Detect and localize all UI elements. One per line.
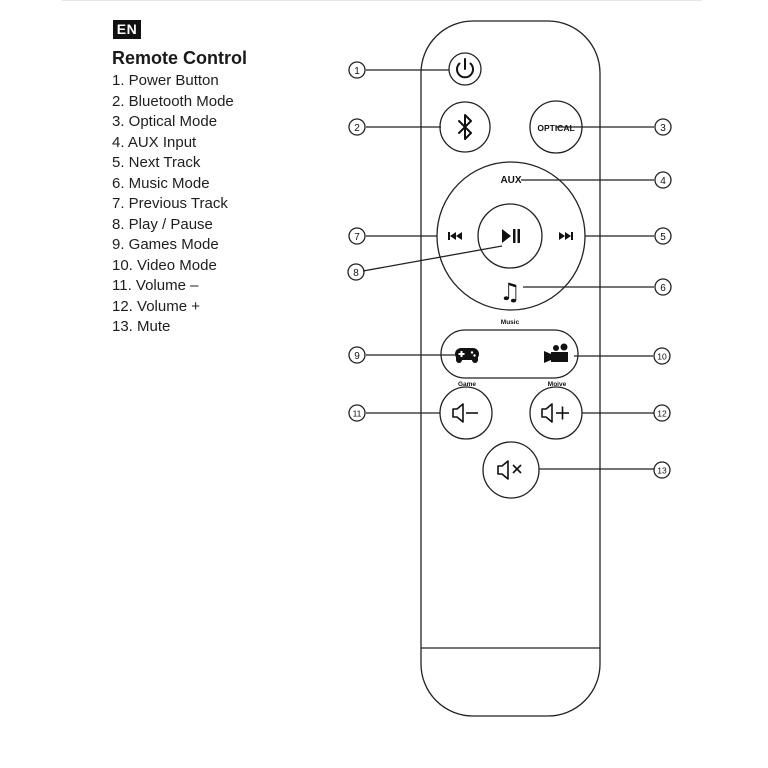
legend-item-next-track: 5. Next Track bbox=[112, 154, 201, 171]
power-button[interactable] bbox=[448, 52, 482, 86]
callout-2-circle bbox=[348, 118, 366, 136]
optical-button[interactable] bbox=[529, 100, 583, 154]
callout-8: 8 bbox=[353, 268, 359, 279]
legend-item-volume-down: 11. Volume – bbox=[112, 277, 199, 294]
callout-11-circle bbox=[348, 404, 366, 422]
callout-9: 9 bbox=[354, 351, 360, 362]
remote-body bbox=[420, 20, 601, 717]
callout-10: 10 bbox=[657, 352, 667, 362]
callout-1-circle bbox=[348, 61, 366, 79]
music-label: Music bbox=[501, 319, 520, 326]
legend-item-play-pause: 8. Play / Pause bbox=[112, 215, 213, 233]
legend-item-volume-up: 12. Volume + bbox=[112, 297, 200, 315]
previous-track-icon bbox=[448, 232, 462, 240]
callout-10-circle bbox=[653, 347, 671, 365]
optical-label: OPTICAL bbox=[537, 123, 574, 133]
next-track-icon bbox=[559, 232, 573, 240]
legend-item-music: 6. Music Mode bbox=[112, 174, 210, 192]
callout-5-circle bbox=[654, 227, 672, 245]
callout-4-circle bbox=[654, 171, 672, 189]
callout-3-circle bbox=[654, 118, 672, 136]
callout-11: 11 bbox=[353, 409, 362, 419]
callout-6-circle bbox=[654, 278, 672, 296]
legend-item-previous-track: 7. Previous Track bbox=[112, 195, 228, 212]
mode-pill[interactable] bbox=[440, 329, 579, 379]
volume-down-button[interactable] bbox=[439, 386, 493, 440]
callout-7: 7 bbox=[354, 232, 360, 243]
navigation-ring[interactable] bbox=[436, 161, 586, 311]
callout-7-circle bbox=[348, 227, 366, 245]
leader-line-8 bbox=[362, 245, 503, 272]
legend-item-power: 1. Power Button bbox=[112, 72, 219, 89]
callout-1: 1 bbox=[354, 66, 360, 77]
callout-13: 13 bbox=[657, 466, 667, 476]
callout-5: 5 bbox=[660, 232, 666, 243]
callout-4: 4 bbox=[660, 176, 666, 187]
callout-2: 2 bbox=[354, 123, 360, 134]
movie-label: Moive bbox=[548, 381, 567, 388]
callout-6: 6 bbox=[660, 283, 666, 294]
play-pause-button[interactable] bbox=[477, 203, 543, 269]
legend-item-video: 10. Video Mode bbox=[112, 256, 217, 274]
legend-item-games: 9. Games Mode bbox=[112, 236, 219, 253]
play-pause-icon bbox=[502, 229, 520, 243]
language-badge: EN bbox=[113, 20, 141, 39]
legend-item-bluetooth: 2. Bluetooth Mode bbox=[112, 92, 234, 110]
top-rule bbox=[62, 0, 702, 1]
music-note-icon: ♫ bbox=[499, 278, 521, 306]
mute-icon bbox=[497, 460, 522, 480]
volume-down-icon bbox=[452, 403, 478, 423]
svg-text:♫: ♫ bbox=[499, 278, 521, 306]
callout-13-circle bbox=[653, 461, 671, 479]
callout-12: 12 bbox=[657, 409, 667, 419]
game-label: Game bbox=[458, 381, 476, 388]
volume-up-icon bbox=[541, 403, 569, 423]
legend-item-aux: 4. AUX Input bbox=[112, 133, 197, 151]
volume-up-button[interactable] bbox=[529, 386, 583, 440]
bluetooth-button[interactable] bbox=[439, 101, 491, 153]
power-icon bbox=[456, 58, 474, 79]
bluetooth-icon bbox=[458, 114, 472, 140]
legend-list: 1. Power Button 2. Bluetooth Mode 3. Opt… bbox=[112, 71, 234, 338]
callout-9-circle bbox=[348, 346, 366, 364]
legend-item-optical: 3. Optical Mode bbox=[112, 113, 218, 130]
gamepad-icon bbox=[455, 348, 479, 363]
callout-8-circle bbox=[347, 263, 365, 281]
aux-label: AUX bbox=[500, 175, 521, 186]
mute-button[interactable] bbox=[482, 441, 540, 499]
callout-3: 3 bbox=[660, 123, 666, 134]
video-camera-icon bbox=[544, 343, 568, 363]
legend-item-mute: 13. Mute bbox=[112, 318, 171, 335]
callout-12-circle bbox=[653, 404, 671, 422]
legend-title: Remote Control bbox=[112, 48, 247, 68]
